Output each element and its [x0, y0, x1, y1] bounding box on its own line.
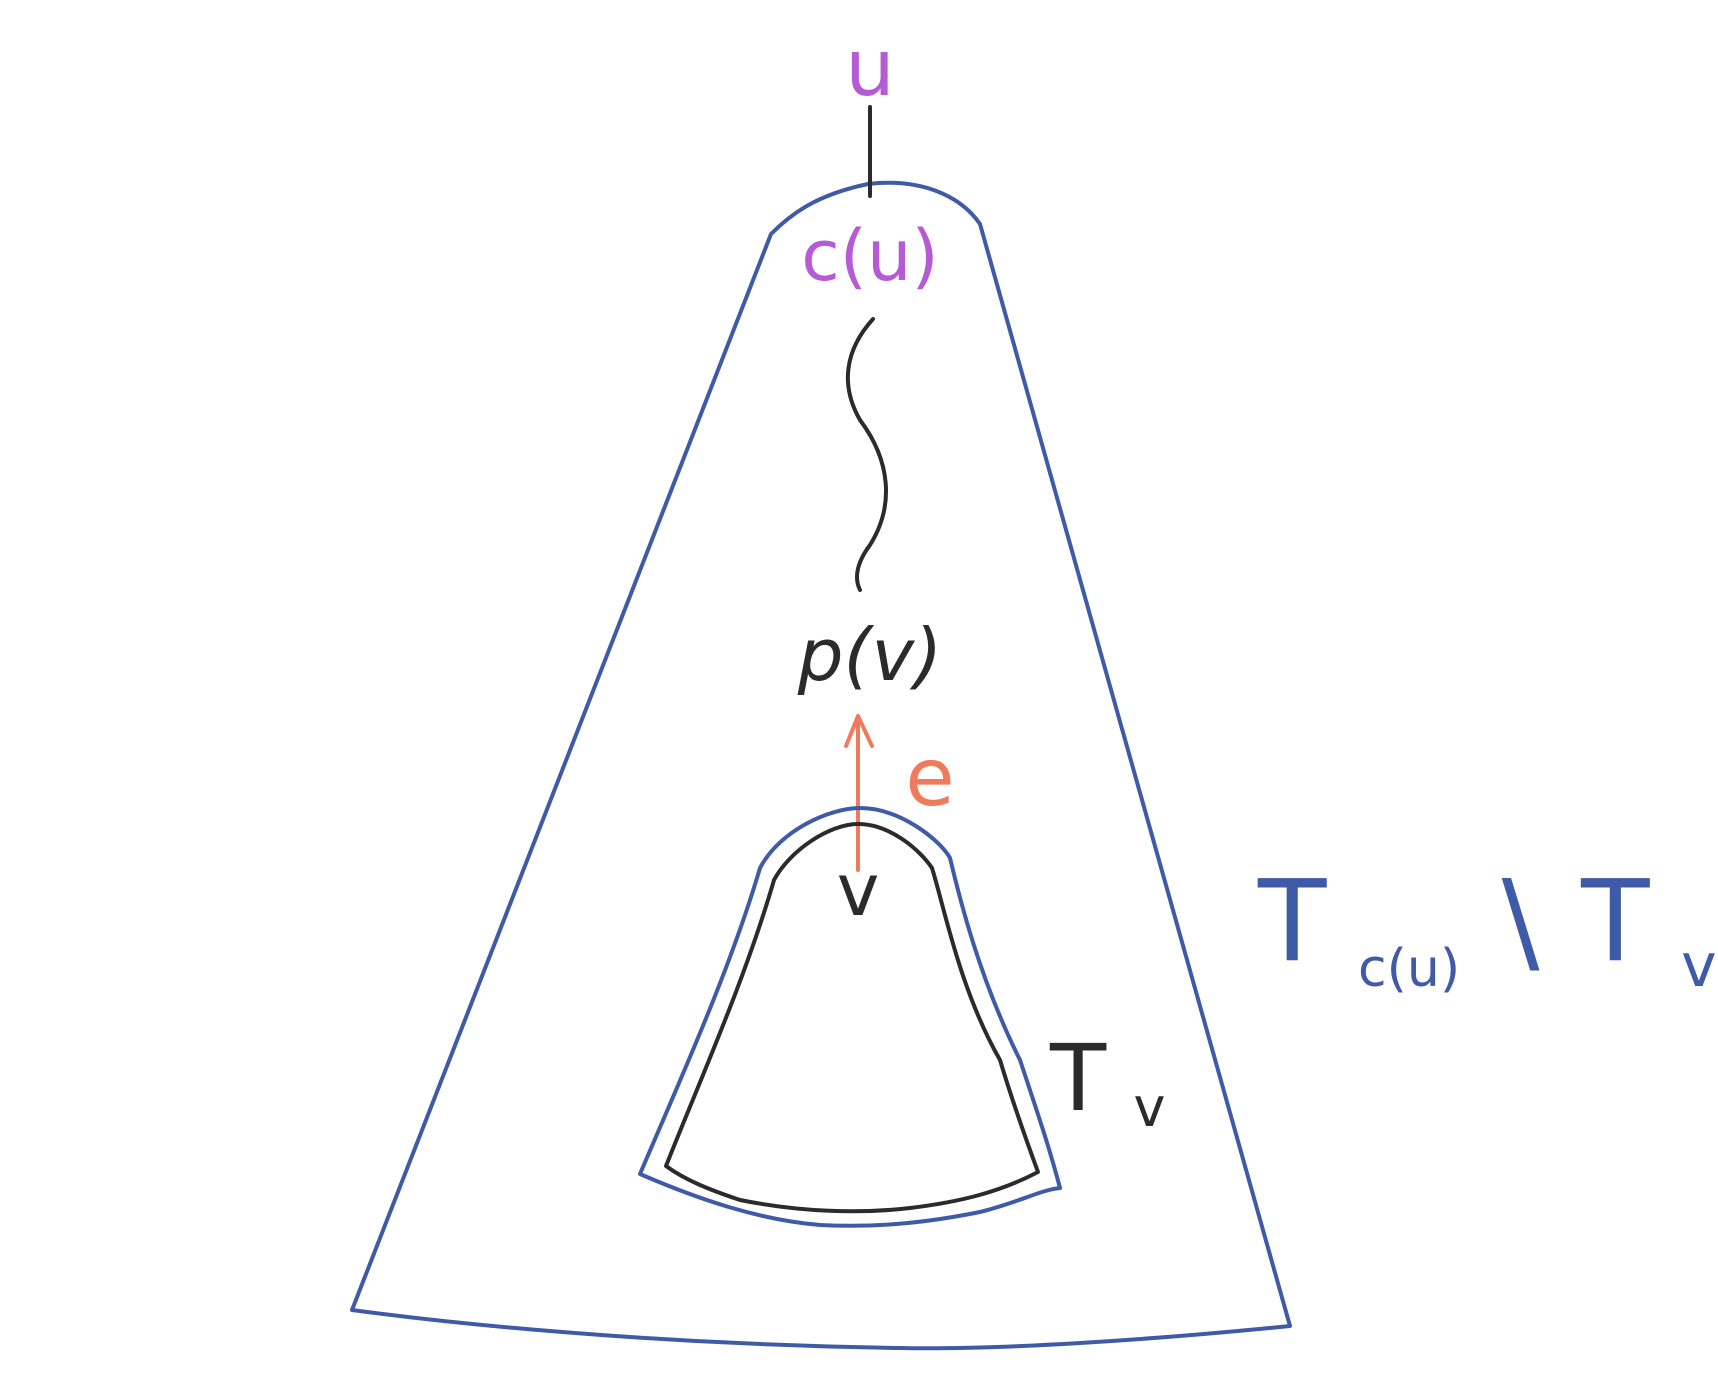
subtree-tv-black-outline — [664, 822, 1040, 1214]
complement-label-tv-main: T — [1580, 857, 1650, 987]
complement-label-setminus: \ — [1502, 857, 1540, 987]
edge-e-arrow-head — [844, 714, 874, 748]
node-v-label: v — [837, 848, 880, 932]
subtree-tv-label: T v — [1049, 1025, 1165, 1139]
complement-label-tcu-main: T — [1257, 857, 1327, 987]
subtree-tv-label-sub: v — [1133, 1076, 1165, 1139]
node-cu-label: c(u) — [801, 215, 938, 297]
path-cu-to-pv — [846, 317, 888, 592]
complement-label-tcu-sub: c(u) — [1358, 939, 1460, 999]
complement-label-tv-sub: v — [1681, 931, 1717, 1001]
node-pv-label: p(v) — [797, 613, 943, 697]
outer-subtree-outline — [350, 180, 1292, 1351]
edge-e-label: e — [905, 731, 954, 824]
subtree-tv-blue-outline — [638, 806, 1062, 1228]
subtree-tv-label-main: T — [1049, 1025, 1107, 1132]
complement-subtree-label: T c(u) \ T v — [1257, 857, 1717, 1013]
node-u-label: u — [845, 24, 894, 114]
